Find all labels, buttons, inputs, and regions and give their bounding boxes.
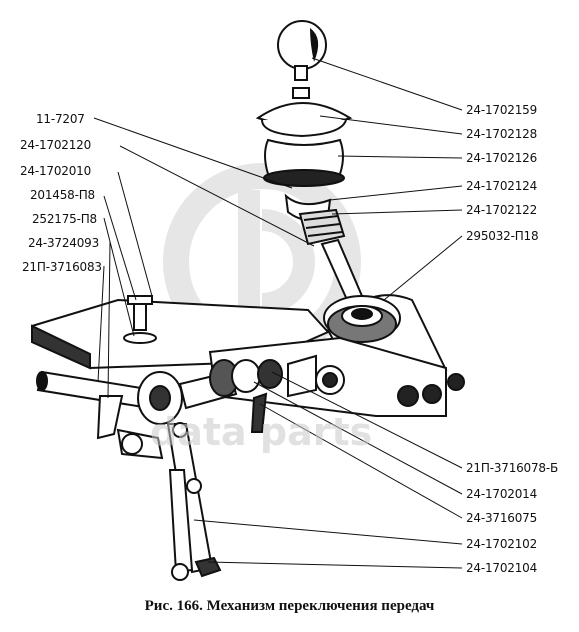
gear-knob xyxy=(277,20,327,81)
callout-24-1702014: 24-1702014 xyxy=(466,487,538,501)
gear-lever-shaft xyxy=(284,193,364,304)
callout-21p-3716083: 21П-3716083 xyxy=(22,260,102,274)
leader-lines xyxy=(93,57,463,569)
callout-24-1702102: 24-1702102 xyxy=(466,537,538,551)
callout-24-1702104: 24-1702104 xyxy=(466,561,538,575)
linkage-arms xyxy=(96,395,222,581)
callout-24-1702126: 24-1702126 xyxy=(466,151,538,165)
rod-coupling xyxy=(209,359,283,433)
callout-201458-p8: 201458-П8 xyxy=(30,188,95,202)
cover-bolt xyxy=(123,295,157,344)
watermark-text: data parts xyxy=(150,410,373,454)
callout-24-3716075: 24-3716075 xyxy=(466,511,538,525)
callout-24-1702128: 24-1702128 xyxy=(466,127,538,141)
callout-21p-3716078-b: 21П-3716078-Б xyxy=(466,461,559,475)
shift-boot xyxy=(255,87,353,187)
callout-24-1702120: 24-1702120 xyxy=(20,138,92,152)
callout-11-7207: 11-7207 xyxy=(36,112,85,126)
callout-295032-p18: 295032-П18 xyxy=(466,229,539,243)
callout-252175-p8: 252175-П8 xyxy=(32,212,97,226)
shift-cover-body xyxy=(31,298,465,417)
callout-24-3724093: 24-3724093 xyxy=(28,236,100,250)
callout-24-1702124: 24-1702124 xyxy=(466,179,538,193)
callout-24-1702159: 24-1702159 xyxy=(466,103,538,117)
callout-24-1702010: 24-1702010 xyxy=(20,164,92,178)
figure-caption: Рис. 166. Механизм переключения передач xyxy=(144,598,435,614)
callout-24-1702122: 24-1702122 xyxy=(466,203,538,217)
